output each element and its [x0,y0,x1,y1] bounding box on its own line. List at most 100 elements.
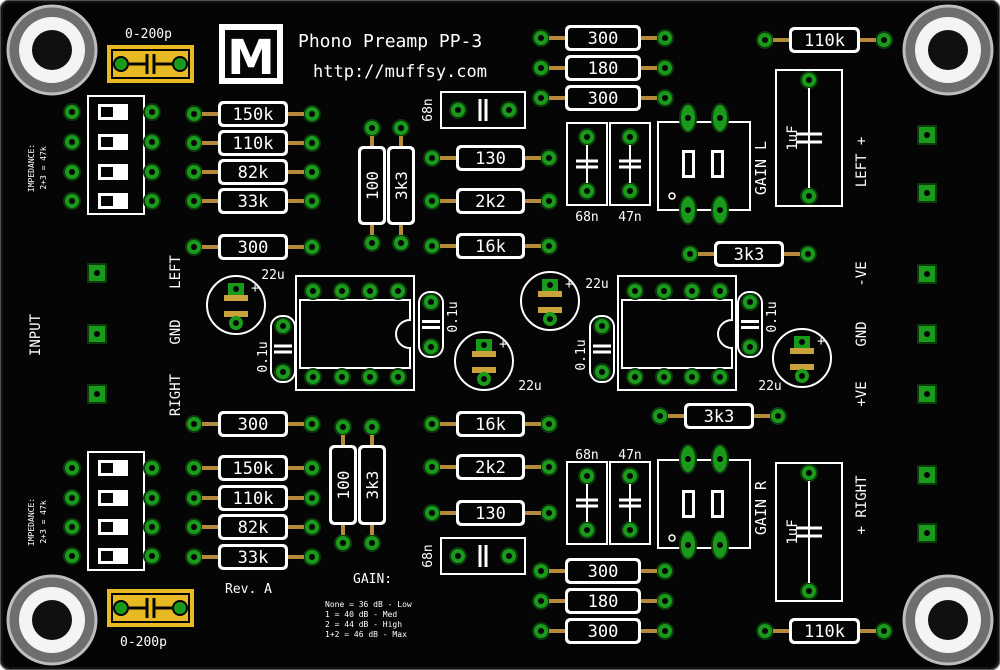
resistor-body-inner [221,237,285,257]
elec-band [790,348,814,354]
resistor-body-inner [687,406,751,426]
pad-hole [881,628,887,634]
resistor-value: 100 [334,471,353,500]
input-left-label: LEFT [168,255,184,289]
pad-hole [584,473,590,479]
pad-hole [584,188,590,194]
pad-hole [233,320,239,326]
pad-hole [924,530,930,536]
pad-hole [632,374,638,380]
resistor-value: 3k3 [734,245,765,265]
pad-hole [627,527,633,533]
resistor-body-inner [568,28,638,48]
resistor-left-bottom-1: 110k [185,485,321,511]
pad-hole [149,109,155,115]
pad-hole [280,323,286,329]
resistor-body-inner [792,30,857,50]
pad-hole [689,374,695,380]
resistor-top-stack-2: 300 [532,85,674,111]
resistor-bottom-stack-2: 300 [532,618,674,644]
resistor-value: 82k [238,163,269,183]
pad-hole [280,369,286,375]
resistor-value: 33k [238,548,269,568]
pad-hole [775,413,781,419]
mounting-hole-top-left [6,4,98,96]
dip-slider-knob [101,493,113,503]
pad-hole [191,198,197,204]
resistor-value: 100 [363,171,382,200]
pad-hole [806,193,812,199]
pad-hole [191,554,197,560]
resistor-bottom-stack-0: 300 [532,558,674,584]
resistor-body-inner [221,488,285,508]
trim-cap-bottom [107,589,194,627]
pad-hole [94,270,100,276]
pad-hole [924,190,930,196]
pad-hole [687,251,693,257]
pad-hole [881,37,887,43]
resistor-body-inner [221,133,285,153]
pad-hole [310,374,316,380]
decoupling-cap-2-label: 0.1u [574,339,589,370]
resistor-mid-bottom-1: 2k2 [423,454,558,480]
resistor-body-inner [221,517,285,537]
input-label: INPUT [28,313,44,356]
pad-hole [584,134,590,140]
resistor-value: 180 [588,59,619,79]
pad-hole [309,495,315,501]
pad-hole [191,140,197,146]
resistor-body-inner [221,414,285,434]
gain-row-4: 1+2 = 46 dB - Max [325,630,407,639]
resistor-top-stack-0: 300 [532,25,674,51]
pad-hole [547,282,553,288]
pad-hole [149,465,155,471]
resistor-value: 300 [588,29,619,49]
cap-vert-bottom-1-label: 47n [618,448,641,463]
pad-hole [717,542,723,548]
decoupling-cap-1 [418,291,444,358]
pad-hole [717,207,723,213]
elec-plus: + [817,334,825,349]
resistor-left-top-2: 82k [185,159,321,185]
pad-hole [309,421,315,427]
resistor-value: 16k [475,237,506,257]
pad-hole [340,424,346,430]
resistor-body-inner [361,149,383,222]
trim-cap-top [107,45,194,83]
cap-vert-top-1 [609,122,651,206]
pad-hole [369,125,375,131]
impedance-note-top-2: 2+3 = 47k [39,146,48,190]
pad-hole [747,344,753,350]
dip-slider-knob [101,167,113,177]
pad-hole [506,553,512,559]
resistor-bottom-stack-1: 180 [532,588,674,614]
pad-hole [584,527,590,533]
gain-r-label: GAIN R [752,480,770,535]
pad-hole [662,628,668,634]
resistor-value: 110k [804,31,845,51]
elec-cap-3-label: 22u [758,379,781,394]
resistor-body-inner [221,162,285,182]
pad-hole [717,115,723,121]
elec-plus: + [499,337,507,352]
resistor-body-inner [361,448,383,522]
resistor-body-inner [568,561,638,581]
pad-hole [309,465,315,471]
resistor-value: 180 [588,592,619,612]
pad-hole [799,373,805,379]
pad-hole [149,169,155,175]
elec-band [224,295,248,301]
resistor-left-top-1: 110k [185,130,321,156]
pad-hole [455,553,461,559]
dip-slider-knob [101,463,113,473]
resistor-value: 3k3 [363,471,382,500]
resistor-body-inner [459,191,522,211]
pad-hole [546,243,552,249]
cap-big-bottom-label: 1uF [785,519,801,544]
mounting-hole-top-right [902,4,994,96]
resistor-vertical-top-1: 3k3 [387,119,415,252]
pad-hole [924,472,930,478]
resistor-body-inner [390,149,412,222]
resistor-value: 16k [475,415,506,435]
